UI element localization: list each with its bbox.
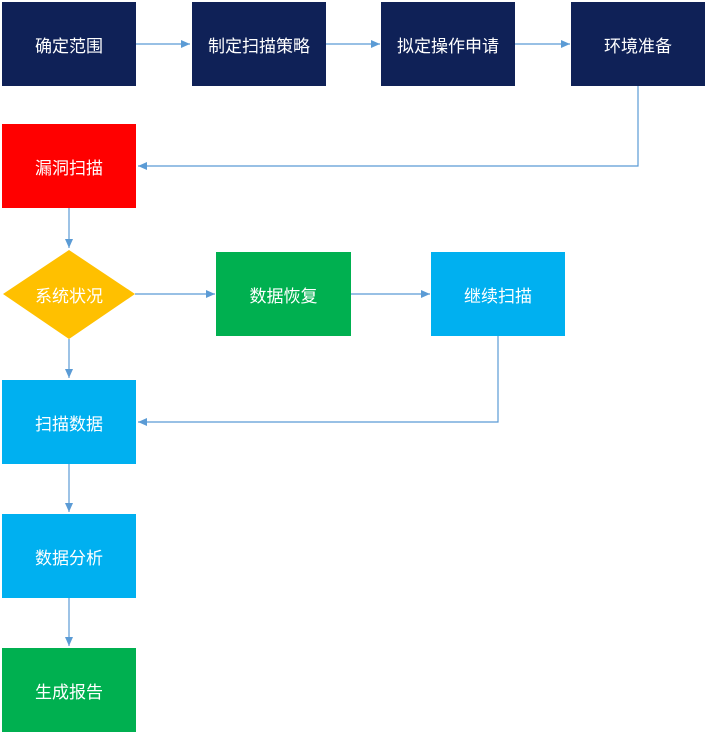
node-label: 生成报告 — [35, 682, 103, 703]
node-label: 拟定操作申请 — [397, 36, 499, 57]
node-label: 数据恢复 — [249, 286, 318, 307]
node-continue-scan[interactable]: 继续扫描 — [431, 252, 565, 336]
node-label: 制定扫描策略 — [208, 36, 310, 57]
node-env-prep[interactable]: 环境准备 — [571, 2, 705, 86]
node-operation-request[interactable]: 拟定操作申请 — [381, 2, 515, 86]
node-vuln-scan[interactable]: 漏洞扫描 — [2, 124, 136, 208]
node-label: 漏洞扫描 — [35, 158, 103, 179]
node-system-status[interactable]: 系统状况 — [3, 250, 135, 339]
arrow-continue-to-scandata — [138, 336, 499, 426]
node-data-recovery[interactable]: 数据恢复 — [216, 252, 351, 336]
node-label: 环境准备 — [604, 36, 672, 57]
node-data-analysis[interactable]: 数据分析 — [2, 514, 136, 598]
system-status-diamond[interactable] — [3, 250, 135, 339]
node-scan-strategy[interactable]: 制定扫描策略 — [192, 2, 326, 86]
node-confirm-scope[interactable]: 确定范围 — [2, 2, 136, 86]
node-label: 继续扫描 — [464, 286, 532, 307]
node-scan-data[interactable]: 扫描数据 — [2, 380, 136, 464]
node-label: 数据分析 — [35, 548, 103, 569]
node-generate-report[interactable]: 生成报告 — [2, 648, 136, 732]
node-label: 扫描数据 — [35, 414, 103, 435]
node-label: 系统状况 — [35, 287, 103, 307]
node-label: 确定范围 — [35, 36, 103, 57]
arrow-env-to-vulnscan — [138, 85, 639, 170]
